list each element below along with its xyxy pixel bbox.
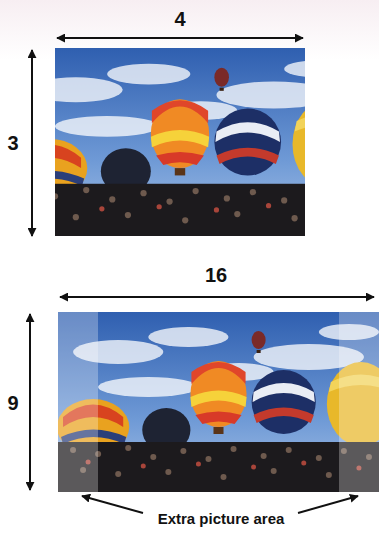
width-arrow	[60, 296, 374, 298]
annotation-text: Extra picture area	[158, 511, 285, 528]
extra-area-right	[339, 312, 379, 492]
height-arrow	[31, 50, 33, 236]
photo-16-9	[57, 312, 379, 492]
photo-4-3	[12, 48, 363, 236]
dimension-label: 16	[205, 264, 227, 286]
dimension-label: 9	[7, 392, 18, 414]
leader-arrow	[298, 496, 358, 513]
extra-area-left	[58, 312, 98, 492]
height-arrow	[29, 314, 31, 490]
dimension-label: 4	[174, 8, 185, 30]
dimension-label: 3	[7, 132, 18, 154]
width-arrow	[57, 37, 303, 39]
leader-arrow	[82, 496, 143, 513]
